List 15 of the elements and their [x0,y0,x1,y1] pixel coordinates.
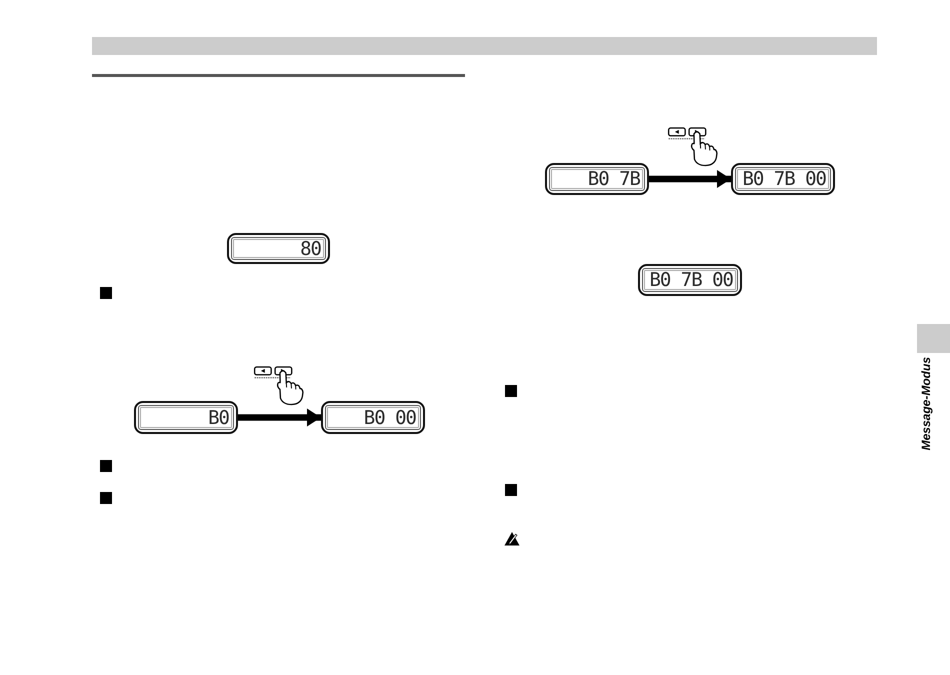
lcd-display [545,163,649,195]
display-readout: B0 7B 00 [649,270,733,290]
display-readout: B0 7B 00 [742,169,826,189]
side-tab-label: Message-Modus [919,357,933,450]
lcd-display [227,233,330,264]
display-readout: B0 7B [588,169,640,189]
lcd-display [134,401,238,434]
display-readout: B0 [208,408,229,428]
lcd-display [638,264,742,296]
display-readout: 80 [300,238,321,258]
display-readout: B0 00 [364,408,416,428]
lcd-display [731,163,835,195]
lcd-display [321,401,425,434]
arrow [649,170,731,188]
arrow [238,408,321,426]
